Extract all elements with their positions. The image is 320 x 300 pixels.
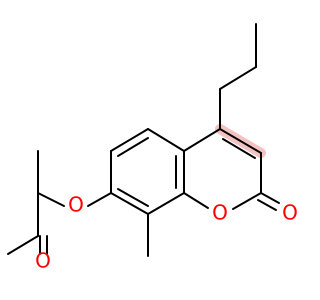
bond-o-ether-ch — [37, 192, 65, 207]
structure-diagram: O O O O — [7, 23, 298, 273]
bond-o1-c8a — [183, 192, 209, 209]
atom-o-lactone-carbonyl: O — [282, 201, 298, 225]
bonds — [7, 23, 280, 257]
bond-c4-c3-inner — [222, 138, 256, 159]
atom-labels: O O O O — [35, 193, 298, 273]
bond-c2-o-carbonyl-2 — [257, 199, 277, 211]
atom-o-ether: O — [68, 193, 84, 217]
atom-o-ketone: O — [35, 249, 51, 273]
bond-c7-o-ether — [87, 192, 112, 207]
bond-carbonyl-c-methyl — [7, 235, 39, 255]
bond-c5-c6-inner — [117, 137, 149, 157]
bond-c7-c8 — [110, 192, 149, 215]
bond-propyl-2 — [219, 66, 257, 90]
molecule-svg: O O O O — [7, 23, 298, 273]
atom-o-ring: O — [212, 201, 228, 225]
bond-c5-c6 — [110, 128, 149, 152]
bond-c4-c3 — [219, 128, 262, 154]
bond-c8-c8a — [147, 192, 185, 215]
bond-c4-c4a — [183, 128, 221, 152]
bond-c2-o1 — [232, 192, 262, 210]
ketone-group — [39, 235, 48, 255]
bond-c2-o-carbonyl — [260, 192, 280, 204]
bond-c4a-c5 — [147, 128, 185, 152]
bond-c7-c8-inner — [117, 188, 149, 207]
